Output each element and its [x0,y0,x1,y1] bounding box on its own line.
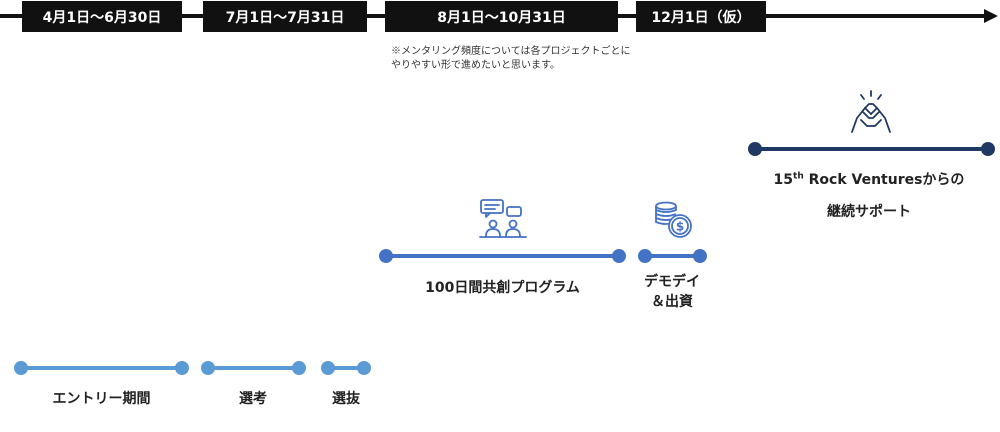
support-start-dot [748,142,762,156]
screening-track [207,366,299,370]
period-screening: 7月1日～7月31日 [203,1,367,32]
program-start-dot [379,249,393,263]
support-label-rest: Rock Venturesからの [803,172,965,188]
demoday-track [645,254,700,258]
support-label: 15th Rock Venturesからの 継続サポート [740,164,998,228]
demoday-start-dot [638,249,652,263]
entry-track [20,366,183,370]
support-label-line2: 継続サポート [827,204,911,220]
mentoring-note: ※メンタリング頻度については各プロジェクトごとにやりやすい形で進めたいと思います… [391,46,631,71]
support-label-sup: th [793,171,804,182]
selection-label: 選抜 [332,391,360,407]
mentoring-meeting-icon [479,199,527,238]
selection-track [328,366,364,370]
program-label: 100日間共創プログラム [425,280,580,296]
demoday-label-line2: ＆出資 [651,294,693,310]
period-demoday: 12月1日（仮） [636,1,766,32]
period-entry: 4月1日～6月30日 [22,1,182,32]
support-label-line1: 15th Rock Venturesからの [740,164,998,196]
support-end-dot [981,142,995,156]
selection-start-dot [321,361,335,375]
screening-end-dot [292,361,306,375]
demoday-label: デモデイ ＆出資 [632,272,712,312]
handshake-icon [851,90,891,133]
support-track [755,147,988,151]
entry-label: エントリー期間 [52,391,151,407]
screening-start-dot [201,361,215,375]
support-label-num: 15 [773,172,794,188]
program-end-dot [612,249,626,263]
timeline-header: 4月1日～6月30日 7月1日～7月31日 8月1日～10月31日 12月1日（… [0,0,1000,36]
demoday-label-line1: デモデイ [644,274,700,290]
screening-label: 選考 [239,391,267,407]
period-program: 8月1日～10月31日 [385,1,618,32]
entry-start-dot [14,361,28,375]
selection-end-dot [357,361,371,375]
program-track [386,254,619,258]
demoday-end-dot [693,249,707,263]
arrow-right-icon [984,9,998,23]
coins-dollar-icon: $ [655,201,692,238]
svg-text:$: $ [676,220,684,234]
entry-end-dot [175,361,189,375]
